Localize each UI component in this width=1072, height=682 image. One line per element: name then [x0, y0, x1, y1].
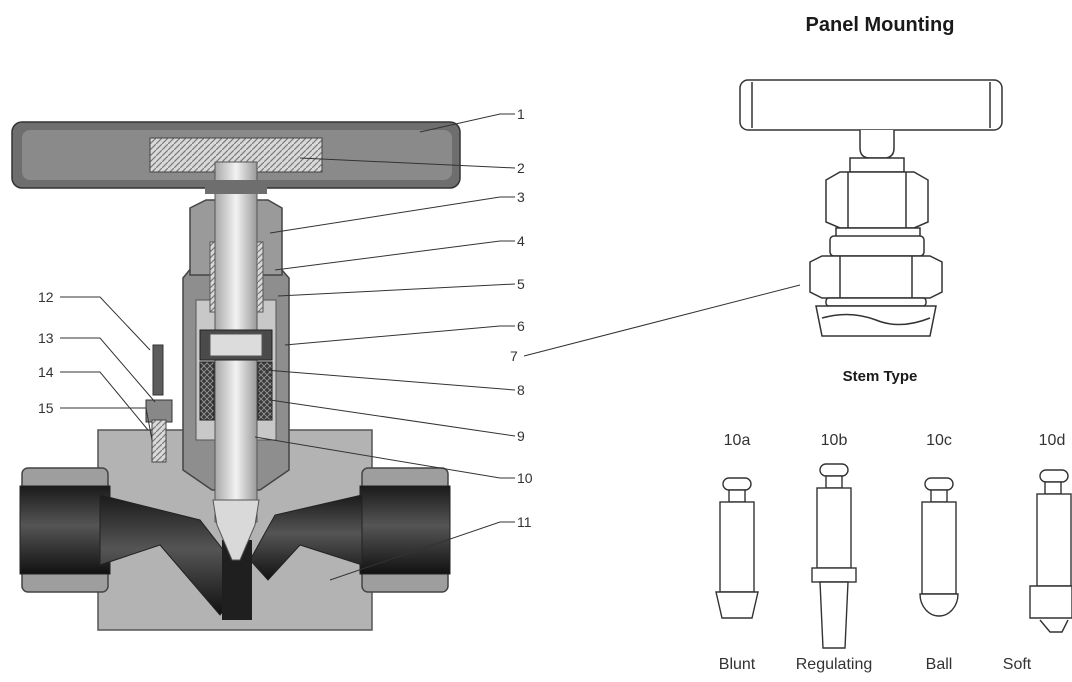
stem-name-ball: Ball: [925, 656, 953, 673]
callout-4: 4: [517, 233, 525, 249]
valve-cross-section: [11, 121, 461, 631]
stem-regulating: [811, 463, 857, 649]
callout-12: 12: [38, 289, 54, 305]
stem-soft: [1029, 469, 1072, 633]
callout-1: 1: [517, 106, 525, 122]
stem-type-title: Stem Type: [842, 368, 918, 385]
callout-9: 9: [517, 428, 525, 444]
stem-code-10d: 10d: [1038, 432, 1066, 449]
panel-mounting-drawing: [739, 79, 1003, 337]
packing: [199, 361, 215, 421]
stem-code-10c: 10c: [926, 432, 952, 449]
callout-15: 15: [38, 400, 54, 416]
callout-13: 13: [38, 330, 54, 346]
callout-14: 14: [38, 364, 54, 380]
stem-type-drawings: [715, 463, 1072, 649]
stem-name-soft: Soft: [1002, 656, 1032, 673]
stem-code-10a: 10a: [723, 432, 751, 449]
callout-5: 5: [517, 276, 525, 292]
stem-name-blunt: Blunt: [718, 656, 756, 673]
callout-3: 3: [517, 189, 525, 205]
panel-mounting-title: Panel Mounting: [805, 14, 955, 36]
callout-11: 11: [517, 514, 532, 530]
callout-7: 7: [510, 348, 518, 364]
callout-2: 2: [517, 160, 525, 176]
stem-name-regulating: Regulating: [795, 656, 873, 673]
callout-8: 8: [517, 382, 525, 398]
stem-blunt: [715, 477, 759, 619]
stem-code-10b: 10b: [820, 432, 848, 449]
stem-ball: [919, 477, 959, 617]
callout-10: 10: [517, 470, 533, 486]
callout-6: 6: [517, 318, 525, 334]
